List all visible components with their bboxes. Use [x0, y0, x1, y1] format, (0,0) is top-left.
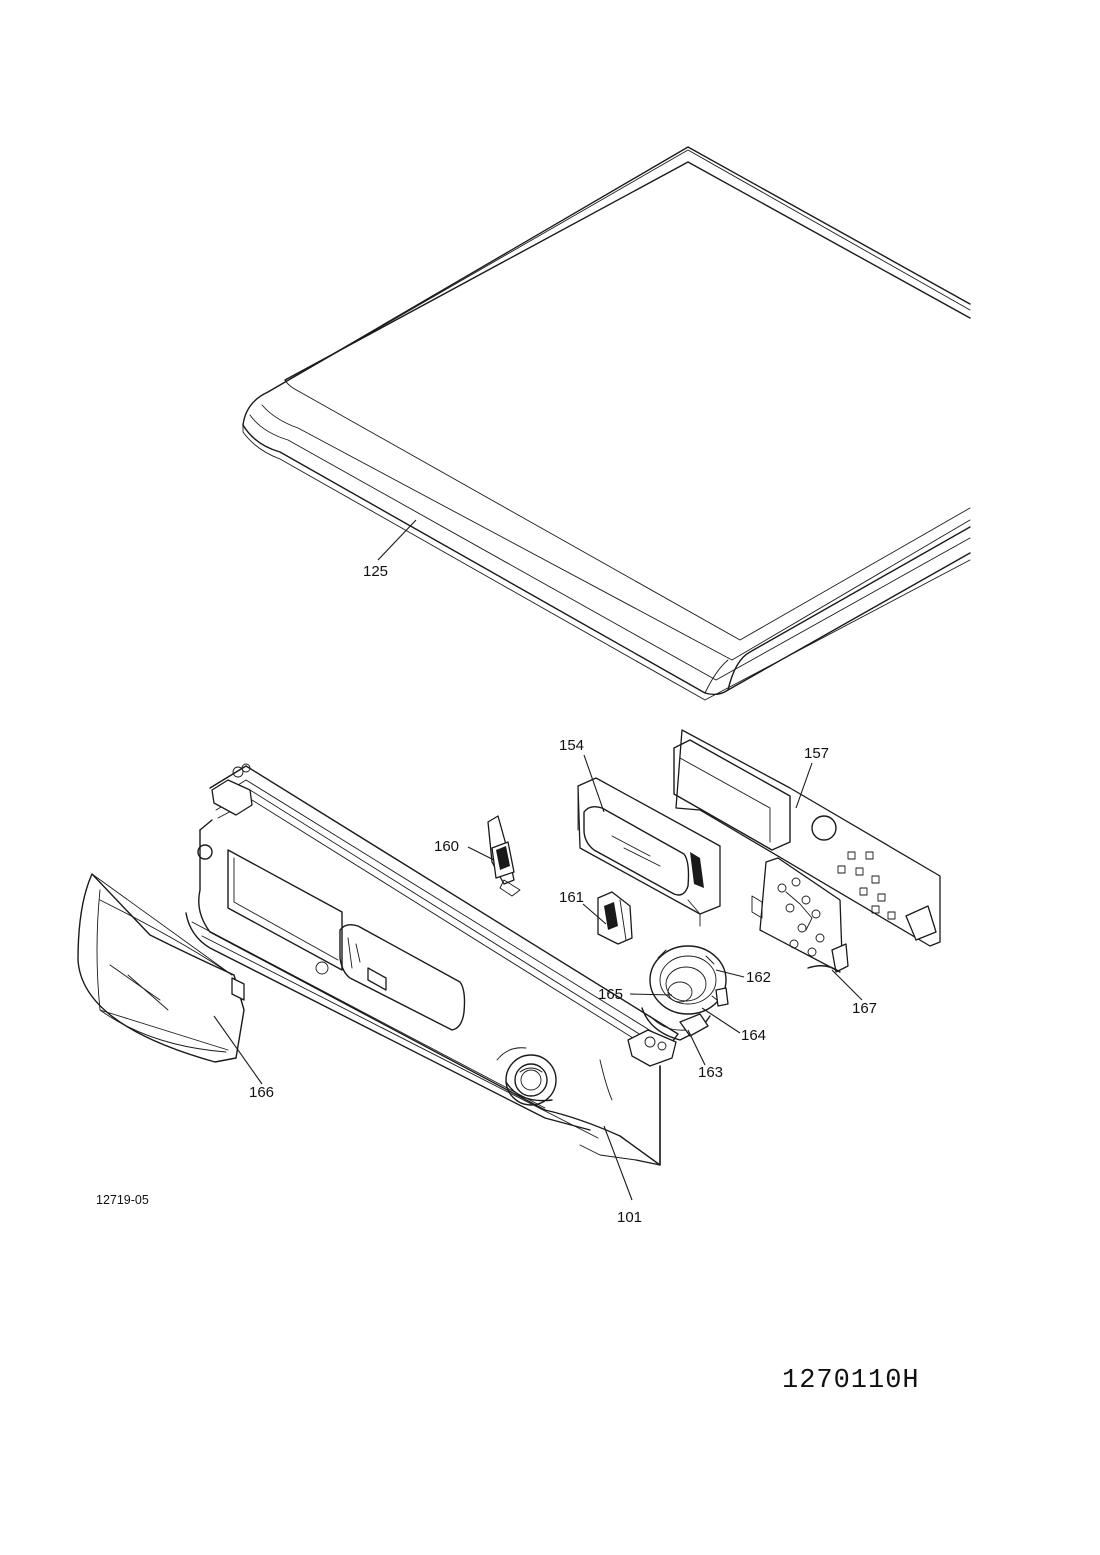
part-157-pcb	[673, 729, 941, 947]
part-125-top-cover	[242, 146, 971, 701]
callout-157: 157	[804, 745, 829, 762]
leader-lines	[213, 519, 863, 1201]
part-160-bracket	[487, 815, 521, 897]
part-161-bracket	[597, 891, 633, 945]
pcb-buttons	[837, 851, 896, 920]
callout-101: 101	[617, 1209, 642, 1226]
callout-125: 125	[363, 563, 388, 580]
callout-154: 154	[559, 737, 584, 754]
part-166-drawer-front	[77, 873, 245, 1063]
drawing-code: 1270110H	[782, 1366, 920, 1396]
callout-161: 161	[559, 889, 584, 906]
parts-162-165-knob-assembly	[641, 945, 729, 1041]
callout-160: 160	[434, 838, 459, 855]
callout-163: 163	[698, 1064, 723, 1081]
plate-holes	[777, 877, 825, 957]
part-167-mounting-plate	[751, 857, 849, 973]
drawing-reference: 12719-05	[96, 1193, 149, 1207]
callout-162: 162	[746, 969, 771, 986]
callout-165: 165	[598, 986, 623, 1003]
callout-166: 166	[249, 1084, 274, 1101]
callout-167: 167	[852, 1000, 877, 1017]
callout-labels: 125 154 157 160 161 162 165 164 167 163 …	[249, 563, 877, 1226]
callout-164: 164	[741, 1027, 766, 1044]
part-154-display-cover	[577, 777, 721, 927]
part-101-control-panel	[185, 763, 679, 1166]
